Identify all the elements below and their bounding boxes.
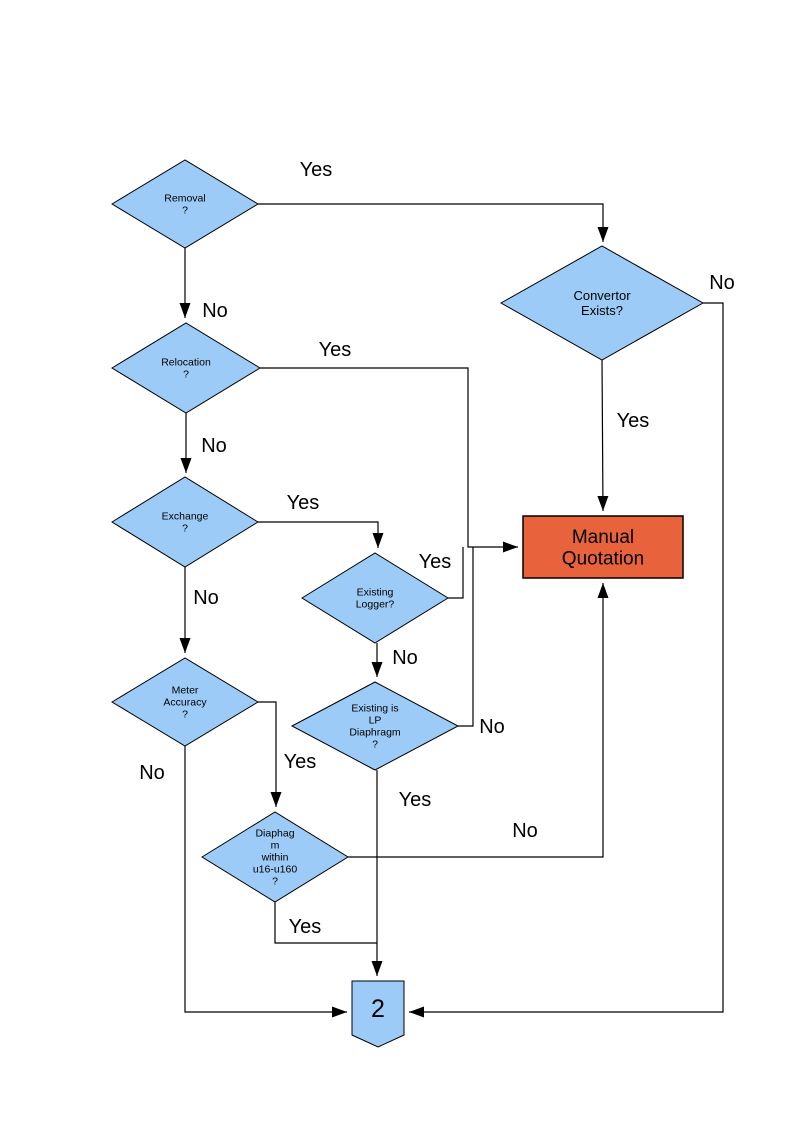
edge-label-relocation-no: No (201, 435, 227, 457)
edge-label-existing-logger-no: No (392, 647, 418, 669)
edge-label-removal-no: No (202, 300, 228, 322)
edge-label-relocation-yes: Yes (319, 339, 352, 361)
node-relocation (111, 322, 261, 414)
node-removal (111, 159, 259, 249)
edge-relocation-yes (260, 367, 518, 553)
node-label-exchange: Exchange? (162, 511, 209, 535)
node-label-relocation: Relocation? (161, 357, 211, 381)
node-meter-accuracy (111, 657, 259, 747)
edge-diaphragm-yes (274, 902, 377, 944)
edge-label-exchange-no: No (193, 587, 219, 609)
edge-meter-accuracy-no (184, 746, 347, 1018)
node-existing-logger (301, 552, 449, 644)
edge-label-exchange-yes: Yes (287, 492, 320, 514)
edge-label-meter-accuracy-yes: Yes (284, 751, 317, 773)
edge-label-diaphragm-yes: Yes (289, 916, 322, 938)
edge-lp-diaphragm-no (458, 547, 474, 727)
node-existing-lp-diaphragm (290, 681, 460, 771)
edge-label-existing-logger-yes: Yes (419, 551, 452, 573)
edge-exchange-yes (258, 521, 384, 548)
node-exchange (111, 476, 259, 568)
node-manual-quotation (522, 515, 684, 579)
edge-label-convertor-no: No (709, 272, 735, 294)
edge-label-removal-yes: Yes (300, 159, 333, 181)
edge-diaphragm-no (348, 583, 609, 858)
node-label-removal: Removal? (164, 193, 205, 217)
edge-existing-logger-yes (448, 547, 464, 599)
edge-meter-accuracy-yes (258, 701, 282, 807)
node-label-connector-2: 2 (371, 995, 385, 1023)
edge-convertor-yes (597, 359, 609, 512)
node-convertor-exists (499, 245, 705, 361)
edge-removal-yes (258, 203, 609, 242)
edge-label-diaphragm-no: No (512, 820, 538, 842)
node-diaphragm-within-range (201, 811, 349, 903)
edge-convertor-no (409, 302, 724, 1018)
edge-label-lp-diaphragm-yes: Yes (399, 789, 432, 811)
edge-label-convertor-yes: Yes (617, 410, 650, 432)
node-connector-2 (351, 980, 405, 1048)
edge-label-lp-diaphragm-no: No (479, 716, 505, 738)
edge-label-meter-accuracy-no: No (139, 762, 165, 784)
